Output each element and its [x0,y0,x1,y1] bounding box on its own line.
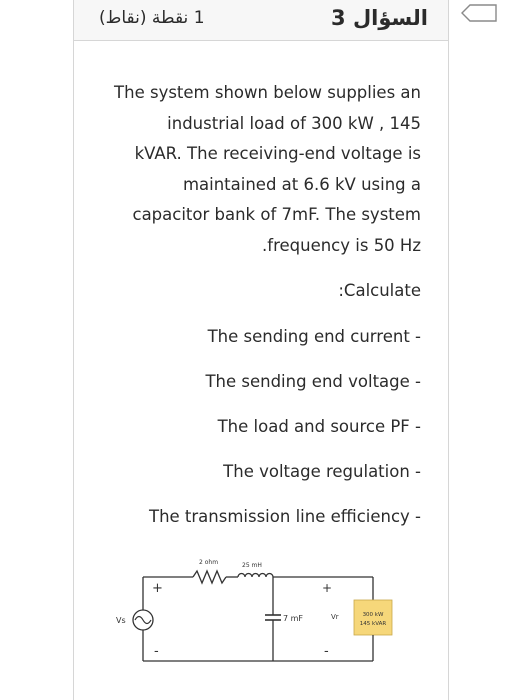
question-header: 1 نقطة (نقاط) السؤال 3 [74,0,448,41]
source-label: Vs [116,616,126,625]
load-line-1: 300 kW [363,612,384,618]
intro-line: The system shown below supplies an [114,83,421,102]
intro-line: industrial load of 300 kW , 145 [167,113,421,133]
task-item: The sending end voltage - [205,371,421,391]
task-item: The transmission line efficiency - [148,506,421,526]
sine-wave [134,615,152,625]
load-minus: - [324,644,329,659]
load-plus: + [322,581,332,595]
circuit-diagram: 2 ohm 25 mH + - Vs 7 mF + - Vr 300 kW 14… [116,559,393,662]
question-card: 1 نقطة (نقاط) السؤال 3 The system shown … [73,0,449,700]
source-minus: - [154,644,159,659]
calculate-heading: :Calculate [338,281,421,300]
intro-line: maintained at 6.6 kV using a [182,174,421,194]
capacitor-label: 7 mF [283,614,303,623]
inductor-label: 25 mH [242,562,262,569]
load-box [353,599,393,636]
task-item: The load and source PF - [217,416,421,436]
task-item: The voltage regulation - [223,461,421,481]
intro-line: .frequency is 50 Hz [262,235,421,255]
question-text: The system shown below supplies an indus… [74,78,421,532]
receiving-label: Vr [331,613,339,621]
source-plus: + [152,581,163,596]
task-item: The sending end current - [207,326,421,346]
flag-outline-icon[interactable] [460,2,498,24]
intro-line: capacitor bank of 7mF. The system [132,205,422,224]
question-points: 1 نقطة (نقاط) [99,8,205,28]
load-line-2: 145 kVAR [360,621,387,627]
inductor [237,572,274,578]
resistor-label: 2 ohm [199,559,218,566]
resistor [192,569,227,585]
intro-line: kVAR. The receiving-end voltage is [134,144,421,163]
question-title: السؤال 3 [331,6,428,30]
